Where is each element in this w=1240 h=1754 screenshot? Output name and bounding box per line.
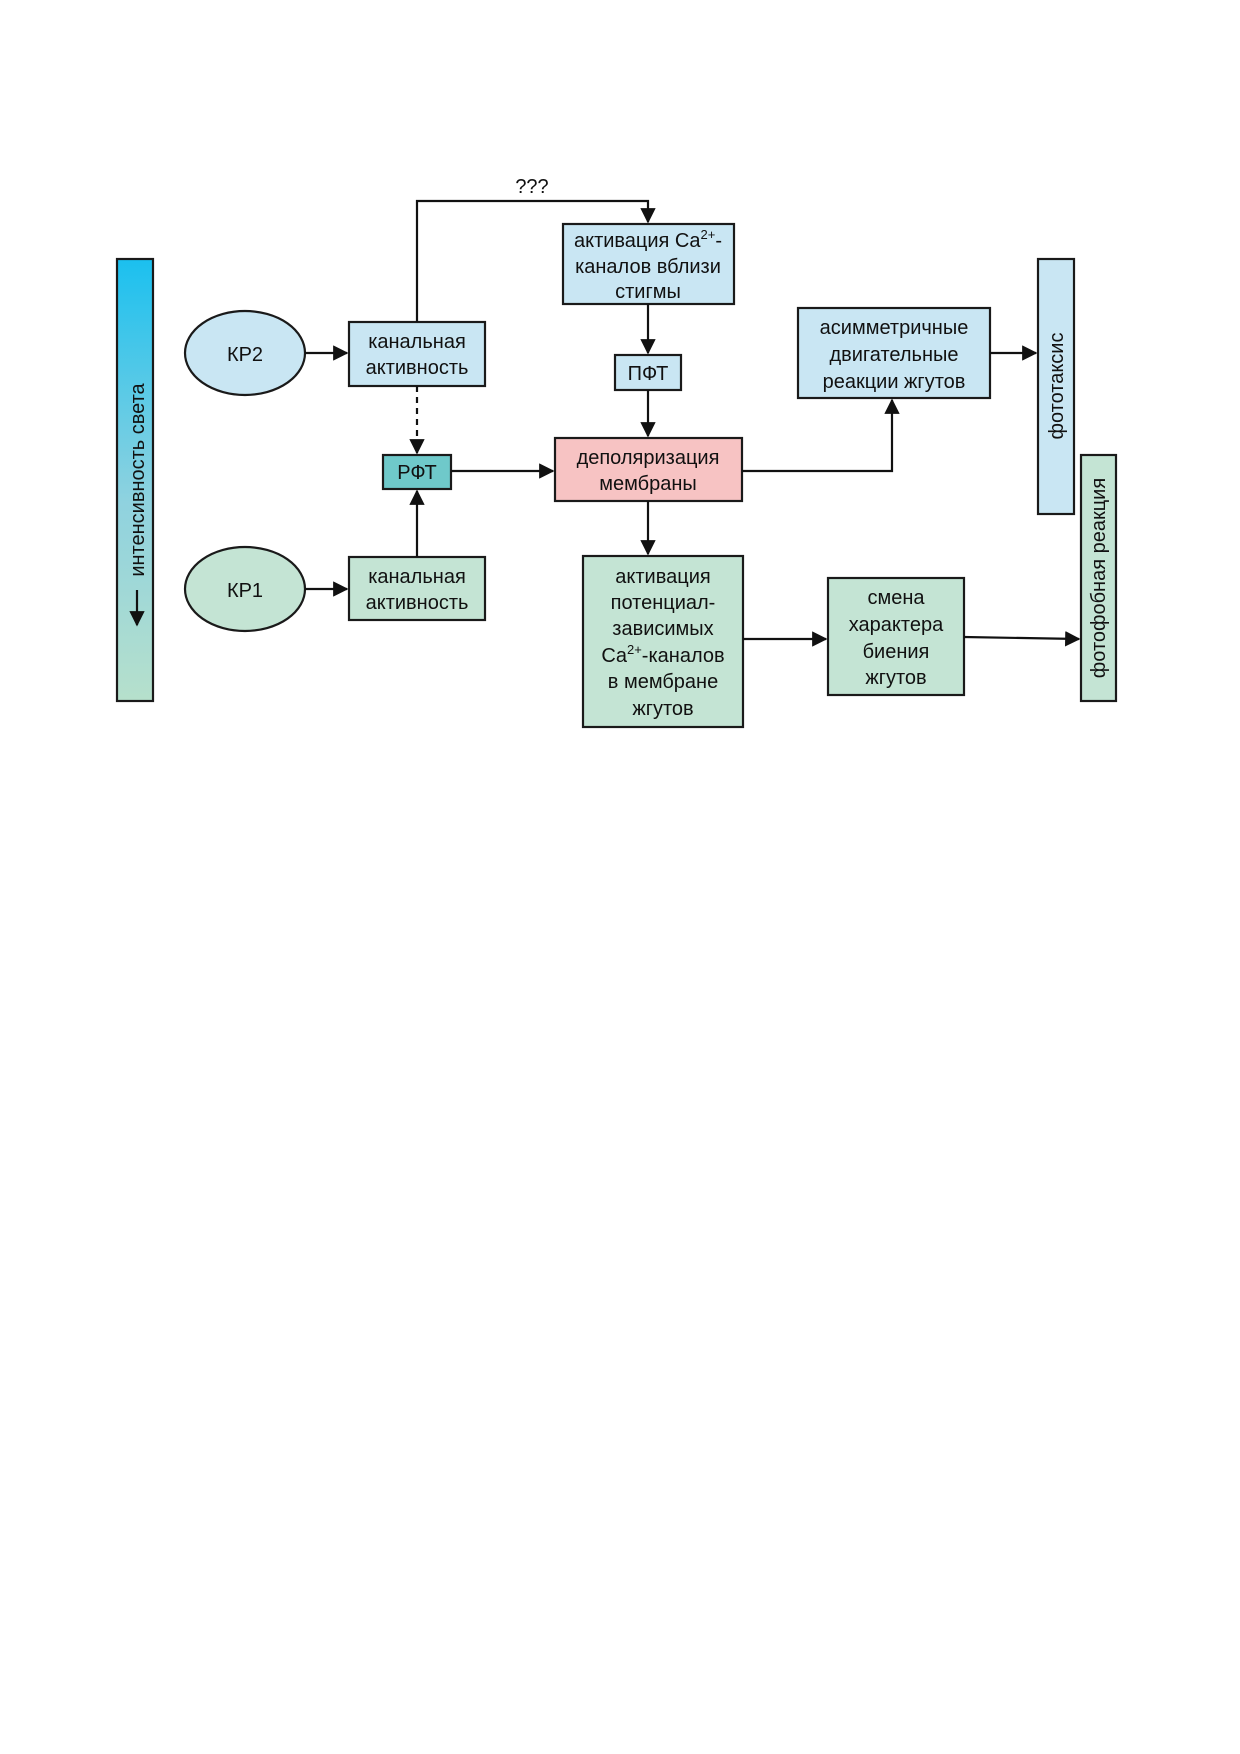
edges: ??? bbox=[305, 176, 1081, 647]
channel-activity-bottom-box bbox=[347, 555, 487, 622]
edge-beat-change-to-photophobic bbox=[963, 631, 1081, 647]
beat-change-node: смена характера биения жгутов bbox=[826, 576, 966, 697]
light-intensity-label: интенсивность света bbox=[127, 382, 149, 576]
membrane-depolarization-line2: мембраны bbox=[599, 473, 697, 495]
edge-depolarization-to-asymmetric bbox=[742, 398, 900, 473]
voltage-ca-activation-line1: активация bbox=[615, 566, 710, 588]
kr1-node: КР1 bbox=[183, 545, 307, 633]
ca-activation-stigma-line3: стигмы bbox=[615, 281, 681, 303]
photophobic-reaction-box bbox=[1079, 453, 1118, 703]
rft-node: РФТ bbox=[381, 453, 453, 491]
rft-label: РФТ bbox=[397, 462, 436, 484]
kr2-label: КР2 bbox=[227, 344, 263, 366]
channel-activity-top-box bbox=[347, 320, 487, 388]
kr2-node: КР2 bbox=[183, 309, 307, 397]
membrane-depolarization-line1: деполяризация bbox=[577, 447, 720, 469]
phototaxis-node: фототаксис bbox=[1036, 257, 1076, 516]
voltage-ca-activation-line2: потенциал- bbox=[611, 592, 716, 614]
ca-activation-stigma-box bbox=[561, 222, 736, 306]
voltage-ca-activation-line6: жгутов bbox=[632, 698, 693, 720]
membrane-depolarization-box bbox=[553, 436, 744, 503]
edge-channel-top-to-ca-stigma bbox=[415, 199, 656, 322]
pft-box bbox=[613, 353, 683, 392]
beat-change-line1: смена bbox=[867, 587, 925, 609]
voltage-ca-activation-line5: в мембране bbox=[608, 671, 718, 693]
pft-node: ПФТ bbox=[613, 353, 683, 392]
channel-activity-bottom-node: канальная активность bbox=[347, 555, 487, 622]
asymmetric-reactions-node: асимметричные двигательные реакции жгуто… bbox=[796, 306, 992, 400]
voltage-ca-activation-line4: Ca2+-каналов bbox=[601, 642, 724, 667]
asymmetric-reactions-line1: асимметричные bbox=[820, 317, 969, 339]
ca-activation-stigma-node: активация Ca2+- каналов вблизи стигмы bbox=[561, 222, 736, 306]
voltage-ca-activation-node: активация потенциал- зависимых Ca2+-кана… bbox=[581, 554, 745, 729]
beat-change-line3: биения bbox=[863, 641, 930, 663]
beat-change-line2: характера bbox=[849, 614, 944, 636]
phototaxis-box bbox=[1036, 257, 1076, 516]
light-intensity-bar: интенсивность света bbox=[115, 257, 155, 703]
kr1-label: КР1 bbox=[227, 580, 263, 602]
unknown-path-label: ??? bbox=[515, 176, 548, 198]
rft-box bbox=[381, 453, 453, 491]
photophobic-reaction-node: фотофобная реакция bbox=[1079, 453, 1118, 703]
ca-activation-stigma-line2: каналов вблизи bbox=[575, 256, 721, 278]
ca-activation-stigma-line1: активация Ca2+- bbox=[574, 227, 722, 252]
channel-activity-top-line2: активность bbox=[366, 357, 469, 379]
beat-change-line4: жгутов bbox=[865, 667, 926, 689]
phototaxis-label: фототаксис bbox=[1046, 333, 1068, 440]
membrane-depolarization-node: деполяризация мембраны bbox=[553, 436, 744, 503]
channel-activity-top-node: канальная активность bbox=[347, 320, 487, 388]
intensity-bar-fill bbox=[115, 257, 155, 703]
voltage-ca-activation-line3: зависимых bbox=[612, 618, 713, 640]
channel-activity-top-line1: канальная bbox=[368, 331, 466, 353]
voltage-ca-activation-box bbox=[581, 554, 745, 729]
pft-label: ПФТ bbox=[628, 363, 669, 385]
beat-change-box bbox=[826, 576, 966, 697]
asymmetric-reactions-line2: двигательные bbox=[829, 344, 958, 366]
channel-activity-bottom-line1: канальная bbox=[368, 566, 466, 588]
channel-activity-bottom-line2: активность bbox=[366, 592, 469, 614]
asymmetric-reactions-line3: реакции жгутов bbox=[823, 371, 966, 393]
photophobic-reaction-label: фотофобная реакция bbox=[1088, 478, 1110, 678]
